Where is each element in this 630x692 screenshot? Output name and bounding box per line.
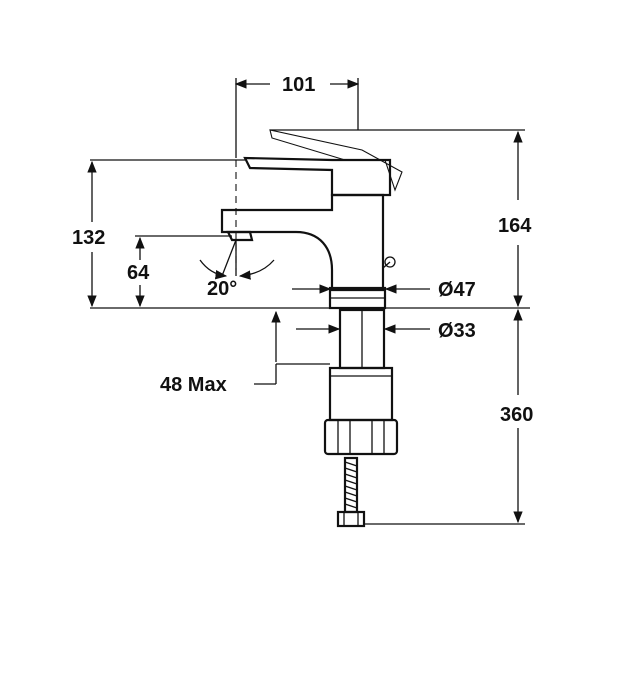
dim-20-degrees: 20° (199, 239, 275, 300)
dim-164-label: 164 (498, 215, 532, 237)
popup-knob (384, 256, 396, 268)
dim-dia-47-label: Ø47 (438, 279, 476, 301)
dim-132: 132 (72, 160, 105, 308)
lever-handle (243, 156, 392, 197)
dim-20-label: 20° (207, 278, 237, 300)
faucet-shank (338, 308, 386, 370)
aerator (226, 230, 254, 242)
dim-360-label: 360 (500, 404, 533, 426)
dim-360: 360 (500, 308, 533, 524)
dim-dia-47: Ø47 (292, 279, 476, 301)
dim-101: 101 (234, 74, 360, 96)
dim-164: 164 (498, 130, 532, 308)
dim-64: 64 (127, 236, 150, 308)
dim-48-max-label: 48 Max (160, 374, 227, 396)
dim-dia-33-label: Ø33 (438, 320, 476, 342)
dim-101-label: 101 (282, 74, 315, 96)
faucet-body (220, 129, 403, 310)
dim-132-label: 132 (72, 227, 105, 249)
fixing-nut (323, 366, 399, 456)
flexible-hose (336, 456, 366, 528)
dim-dia-33: Ø33 (296, 320, 476, 342)
dim-64-label: 64 (127, 262, 150, 284)
dim-48-max: 48 Max (160, 310, 330, 396)
